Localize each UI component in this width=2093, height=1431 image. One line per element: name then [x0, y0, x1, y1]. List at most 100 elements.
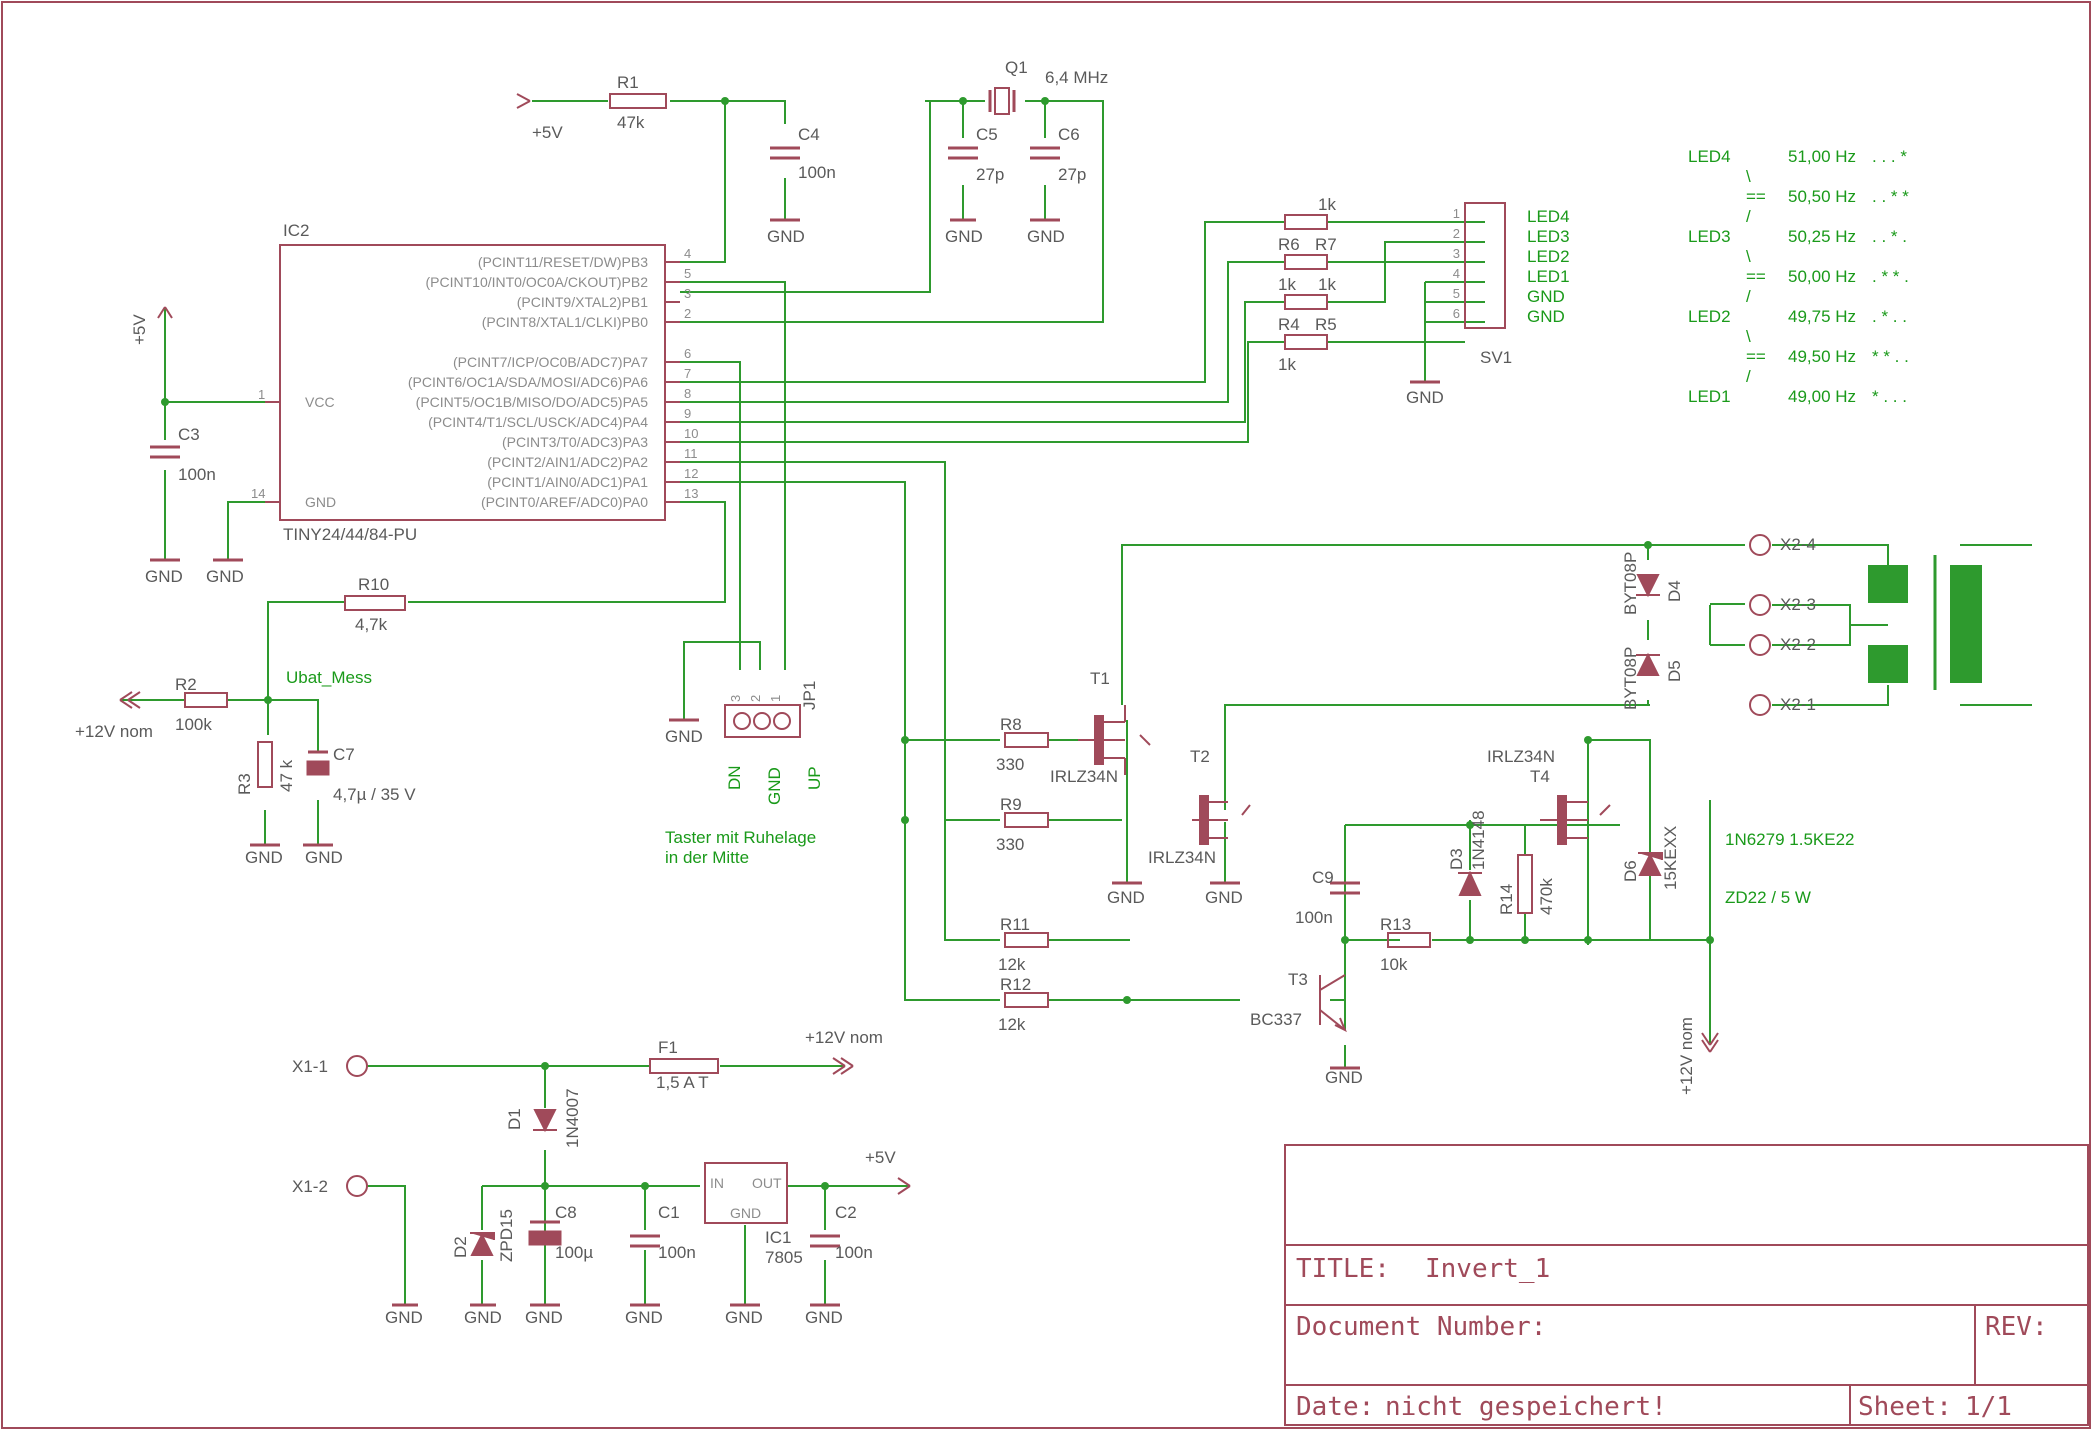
f1-name: F1 [658, 1038, 678, 1057]
transformer-coil-upper [1868, 565, 1908, 603]
ic2-pin-num: 12 [684, 466, 698, 481]
r2-name: R2 [175, 675, 197, 694]
d6-value: 15KEXX [1661, 826, 1680, 890]
ic2-pin-label: (PCINT1/AIN0/ADC1)PA1 [487, 474, 648, 490]
r1-value: 47k [617, 113, 645, 132]
d4-name: D4 [1665, 580, 1684, 602]
gnd-symbols [150, 218, 1440, 1307]
led-table-sep: / [1746, 287, 1751, 306]
d5-value: BYT08P [1621, 647, 1640, 710]
led-table-eq: == [1746, 187, 1766, 206]
ic2-pin-label: (PCINT7/ICP/OC0B/ADC7)PA7 [453, 354, 648, 370]
ic2-vcc-label: VCC [305, 394, 335, 410]
diodes [470, 574, 1663, 1256]
x1-1-label: X1-1 [292, 1057, 328, 1076]
r3-body [257, 741, 273, 788]
d1-symbol [533, 1109, 557, 1133]
transistor-fills [1095, 715, 1566, 845]
sv1-net: GND [1527, 307, 1565, 326]
led-table-sep: \ [1746, 247, 1751, 266]
d6-name: D6 [1621, 860, 1640, 882]
r8-body [1004, 732, 1049, 748]
jp1-gnd: GND [665, 727, 703, 746]
p12v-left-label: +12V nom [75, 722, 153, 741]
c1-name: C1 [658, 1203, 680, 1222]
sv1-pin: 1 [1453, 206, 1460, 221]
ic2-pin-num: 3 [684, 286, 691, 301]
t1-symbol [1078, 705, 1151, 775]
c8-gnd: GND [525, 1308, 563, 1327]
ic1-in: IN [710, 1175, 724, 1191]
r12-body [1004, 992, 1049, 1008]
led-table-pattern: * * . . [1872, 347, 1909, 366]
led-table-sep: \ [1746, 327, 1751, 346]
c9-value: 100n [1295, 908, 1333, 927]
r5-name: R5 [1315, 315, 1337, 334]
title-block [1284, 1144, 2089, 1426]
ic2-pin-label: (PCINT9/XTAL2)PB1 [517, 294, 648, 310]
d4-symbol [1636, 574, 1660, 598]
ic2-pin-label: (PCINT5/OC1B/MISO/DO/ADC5)PA5 [416, 394, 649, 410]
led-table-sep: / [1746, 207, 1751, 226]
jp1-note-line1: Taster mit Ruhelage [665, 828, 816, 847]
connector-pads[interactable] [346, 534, 1771, 1197]
ic1-gnd: GND [725, 1308, 763, 1327]
d1-value: 1N4007 [563, 1088, 582, 1148]
sv1-pin: 4 [1453, 266, 1460, 281]
ic1-gnd-pin: GND [730, 1205, 761, 1221]
c2-name: C2 [835, 1203, 857, 1222]
ic2-pin-num: 13 [684, 486, 698, 501]
c7-name: C7 [333, 745, 355, 764]
ic2-pin-num: 6 [684, 346, 691, 361]
led-table-sep: / [1746, 367, 1751, 386]
x2-2-label: X2-2 [1780, 635, 1816, 654]
r6-body [1284, 254, 1328, 270]
f1-body [649, 1058, 719, 1074]
t1-name: T1 [1090, 669, 1110, 688]
c7-gnd: GND [305, 848, 343, 867]
jp1-pin: 3 [728, 695, 743, 702]
led-table-freq: 50,25 Hz [1788, 227, 1856, 246]
r6-value: 1k [1278, 275, 1296, 294]
sv1-pin-numbers: 1 2 3 4 5 6 [1453, 206, 1460, 321]
r7-name: R7 [1315, 235, 1337, 254]
ic2-name: IC2 [283, 221, 309, 240]
r10-value: 4,7k [355, 615, 388, 634]
sv1-net: LED2 [1527, 247, 1570, 266]
transformer-secondary [1950, 565, 1982, 683]
wires [120, 100, 2032, 1305]
t4-symbol [1540, 795, 1611, 845]
led-table-led: LED2 [1688, 307, 1731, 326]
c9-name: C9 [1312, 868, 1334, 887]
x2-1-label: X2-1 [1780, 695, 1816, 714]
transformer [1868, 555, 1982, 690]
ic2-pin-num: 11 [684, 446, 698, 461]
t1-value: IRLZ34N [1050, 767, 1118, 786]
led-table-eq: == [1746, 267, 1766, 286]
sv1-body [1464, 202, 1506, 329]
r9-body [1004, 812, 1049, 828]
ic2-pin-label: (PCINT8/XTAL1/CLKI)PB0 [482, 314, 648, 330]
r5-body [1284, 334, 1328, 350]
sv1-gnd: GND [1406, 388, 1444, 407]
c4-symbol [770, 146, 800, 160]
t1-gnd: GND [1107, 888, 1145, 907]
c6-name: C6 [1058, 125, 1080, 144]
sv1-net: LED3 [1527, 227, 1570, 246]
symbols [150, 90, 1360, 1248]
q1-body [994, 87, 1010, 115]
c3-value: 100n [178, 465, 216, 484]
x2-3-pad [1749, 594, 1771, 616]
ic2-pin-num: 9 [684, 406, 691, 421]
jp1-label-up: UP [805, 766, 824, 790]
c6-gnd: GND [1027, 227, 1065, 246]
led-table-pattern: * . . . [1872, 387, 1907, 406]
ic2-pin-num: 2 [684, 306, 691, 321]
jp1-pin: 1 [768, 695, 783, 702]
d3-name: D3 [1447, 848, 1466, 870]
c5-value: 27p [976, 165, 1004, 184]
jp1-note-line2: in der Mitte [665, 848, 749, 867]
d3-symbol [1458, 870, 1482, 896]
r3-value: 47 k [277, 759, 296, 792]
